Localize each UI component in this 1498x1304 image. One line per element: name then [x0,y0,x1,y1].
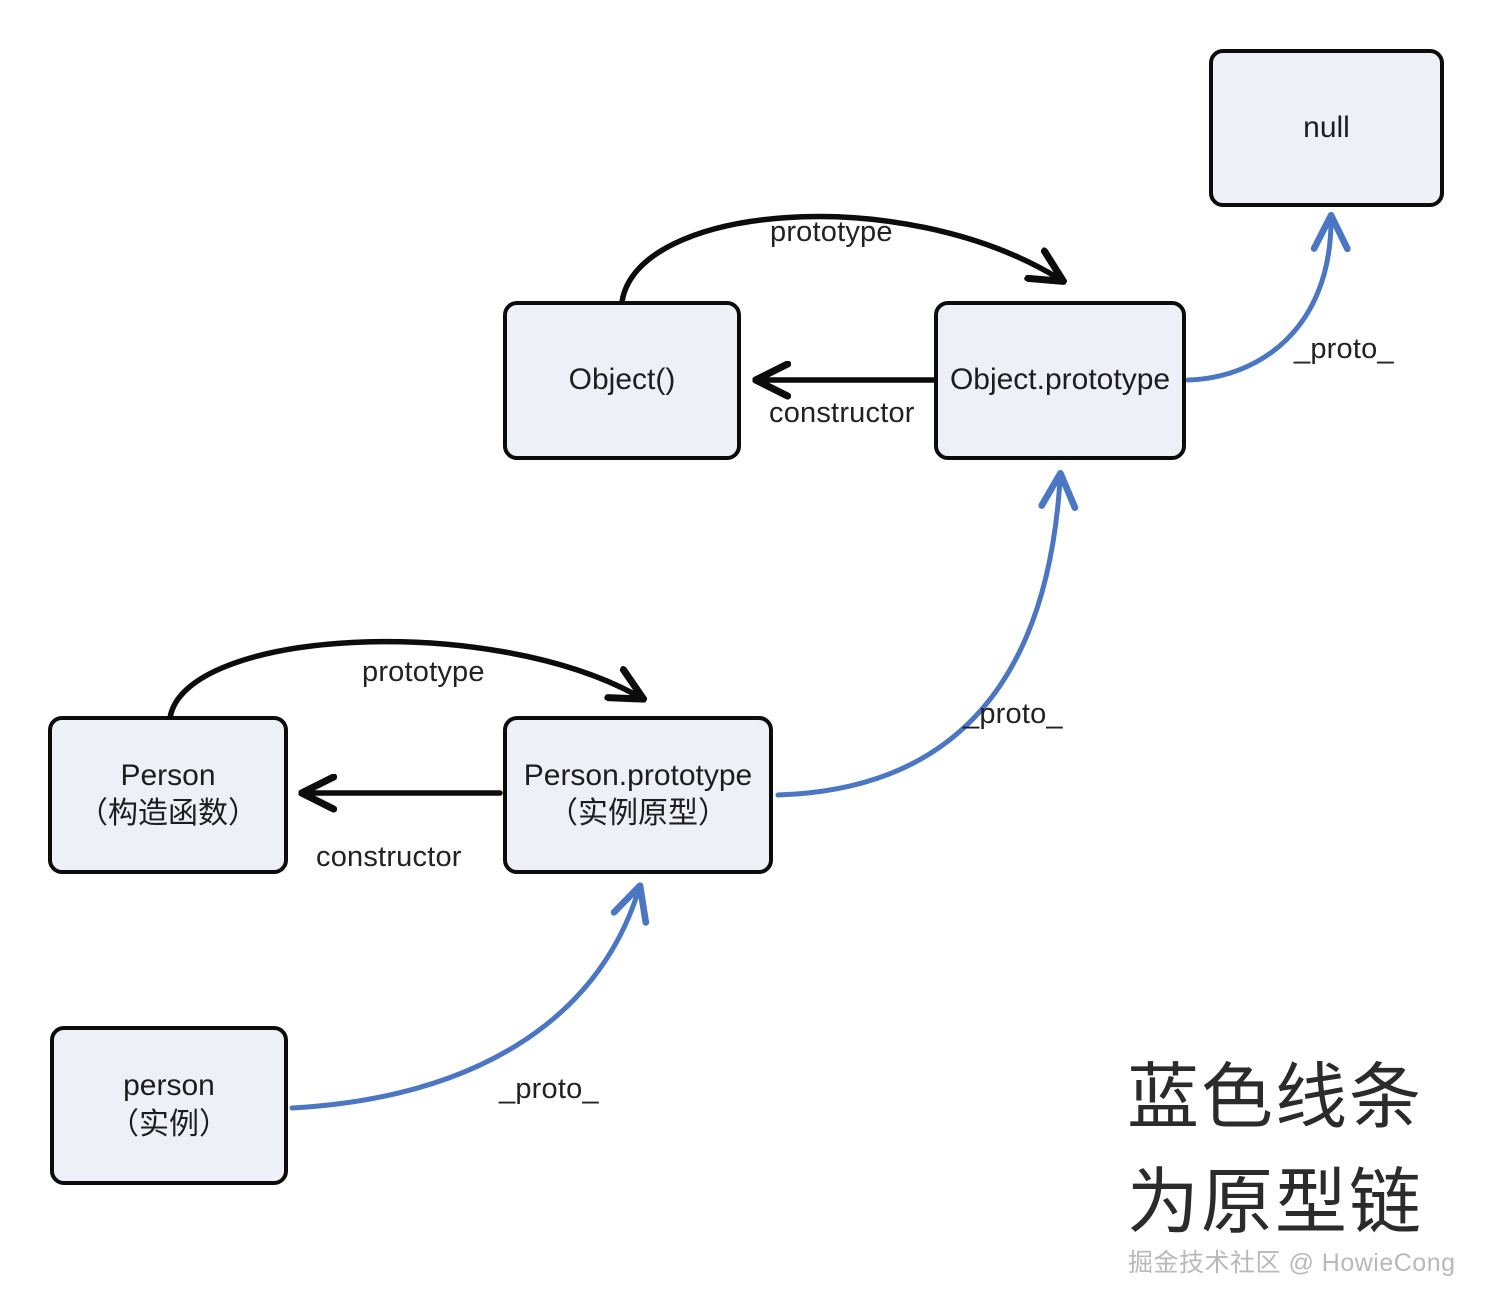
edge-label-person-to-personproto: _proto_ [499,1073,599,1105]
edge-label-object-constructor: constructor [769,397,915,429]
node-person-prototype-label: Person.prototype [523,758,753,792]
node-object-prototype[interactable]: Object.prototype [934,301,1186,460]
node-person-ctor-label: Person [120,758,216,792]
edge-label-objproto-to-null: _proto_ [1294,333,1394,365]
personproto-to-objproto-edge-path [775,470,1079,798]
node-person-prototype[interactable]: Person.prototype （实例原型） [503,716,773,874]
node-object-ctor-label: Object() [568,363,676,397]
edge-label-person-constructor: constructor [316,841,462,873]
legend-line-1: 蓝色线条 [1127,1058,1424,1138]
edge-label-person-prototype: prototype [362,656,485,688]
node-person-instance-label: person [123,1069,215,1103]
node-person-ctor-sublabel: （构造函数） [78,797,258,830]
node-null[interactable]: null [1209,49,1444,207]
node-object-prototype-label: Object.prototype [949,363,1171,397]
edge-label-object-prototype: prototype [770,216,893,248]
node-null-label: null [1303,110,1350,144]
node-person-instance[interactable]: person （实例） [50,1026,288,1185]
edge-label-personproto-to-objproto: _proto_ [963,698,1063,730]
legend-line-2: 为原型链 [1127,1163,1424,1243]
node-person-instance-sublabel: （实例） [109,1107,229,1141]
node-person-prototype-sublabel: （实例原型） [548,797,728,830]
node-person-ctor[interactable]: Person （构造函数） [48,716,288,874]
watermark: 掘金技术社区 @ HowieCong [1128,1249,1456,1277]
node-object-ctor[interactable]: Object() [503,301,741,460]
